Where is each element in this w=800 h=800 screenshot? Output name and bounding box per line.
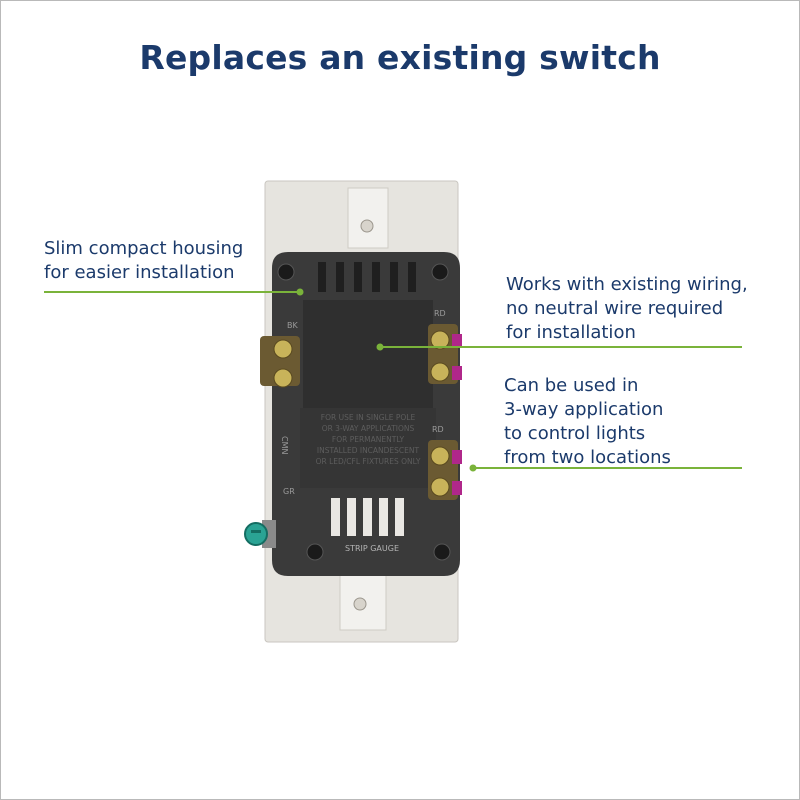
molded-line-5: OR LED/CFL FIXTURES ONLY: [316, 457, 421, 466]
housing-molded-text: FOR USE IN SINGLE POLE OR 3-WAY APPLICAT…: [316, 413, 421, 466]
wiring-leader-dot: [376, 343, 384, 351]
leader-lines: [44, 288, 742, 472]
page-title: Replaces an existing switch: [139, 38, 661, 77]
top-mounting-screw: [360, 219, 374, 233]
housing-inner-panel: [303, 300, 433, 408]
housing-screws: [277, 263, 451, 561]
housing-leader-dot: [296, 288, 304, 296]
terminal-letters: BK RD RD CMN GR: [280, 309, 446, 496]
callout-line: to control lights: [504, 423, 646, 444]
strip-gauge-slots: [331, 498, 404, 536]
terminal-label-cmn: CMN: [280, 436, 289, 454]
callout-line: Slim compact housing: [44, 238, 244, 259]
bottom-mounting-screw: [353, 597, 367, 611]
terminal-label-rd-bottom: RD: [432, 425, 444, 434]
top-vent-slots: [318, 262, 416, 292]
terminal-label-bk: BK: [287, 321, 298, 330]
right-bottom-terminal-screws: [428, 440, 462, 500]
molded-line-2: OR 3-WAY APPLICATIONS: [322, 424, 415, 433]
callout-existing-wiring: Works with existing wiring, no neutral w…: [506, 273, 748, 345]
molded-line-3: FOR PERMANENTLY: [332, 435, 405, 444]
terminal-label-rd-top: RD: [434, 309, 446, 318]
callout-line: Can be used in: [504, 375, 639, 396]
housing-label-area: [300, 408, 436, 488]
strip-gauge-label: STRIP GAUGE: [345, 544, 399, 553]
callout-line: no neutral wire required: [506, 298, 724, 319]
callout-slim-housing: Slim compact housing for easier installa…: [44, 237, 243, 285]
threeway-leader-dot: [469, 464, 477, 472]
molded-line-1: FOR USE IN SINGLE POLE: [321, 413, 416, 422]
callout-line: for installation: [506, 322, 636, 343]
left-terminal-screws: [260, 336, 300, 388]
molded-line-4: INSTALLED INCANDESCENT: [317, 446, 420, 455]
callout-line: for easier installation: [44, 262, 235, 283]
ground-screw: [244, 520, 276, 548]
callout-line: Works with existing wiring,: [506, 274, 748, 295]
top-mounting-ear: [347, 187, 389, 249]
callout-line: 3-way application: [504, 399, 664, 420]
callout-line: from two locations: [504, 447, 671, 468]
terminal-label-gr: GR: [283, 487, 295, 496]
right-top-terminal-screws: [428, 324, 462, 384]
callout-three-way: Can be used in 3-way application to cont…: [504, 374, 671, 470]
